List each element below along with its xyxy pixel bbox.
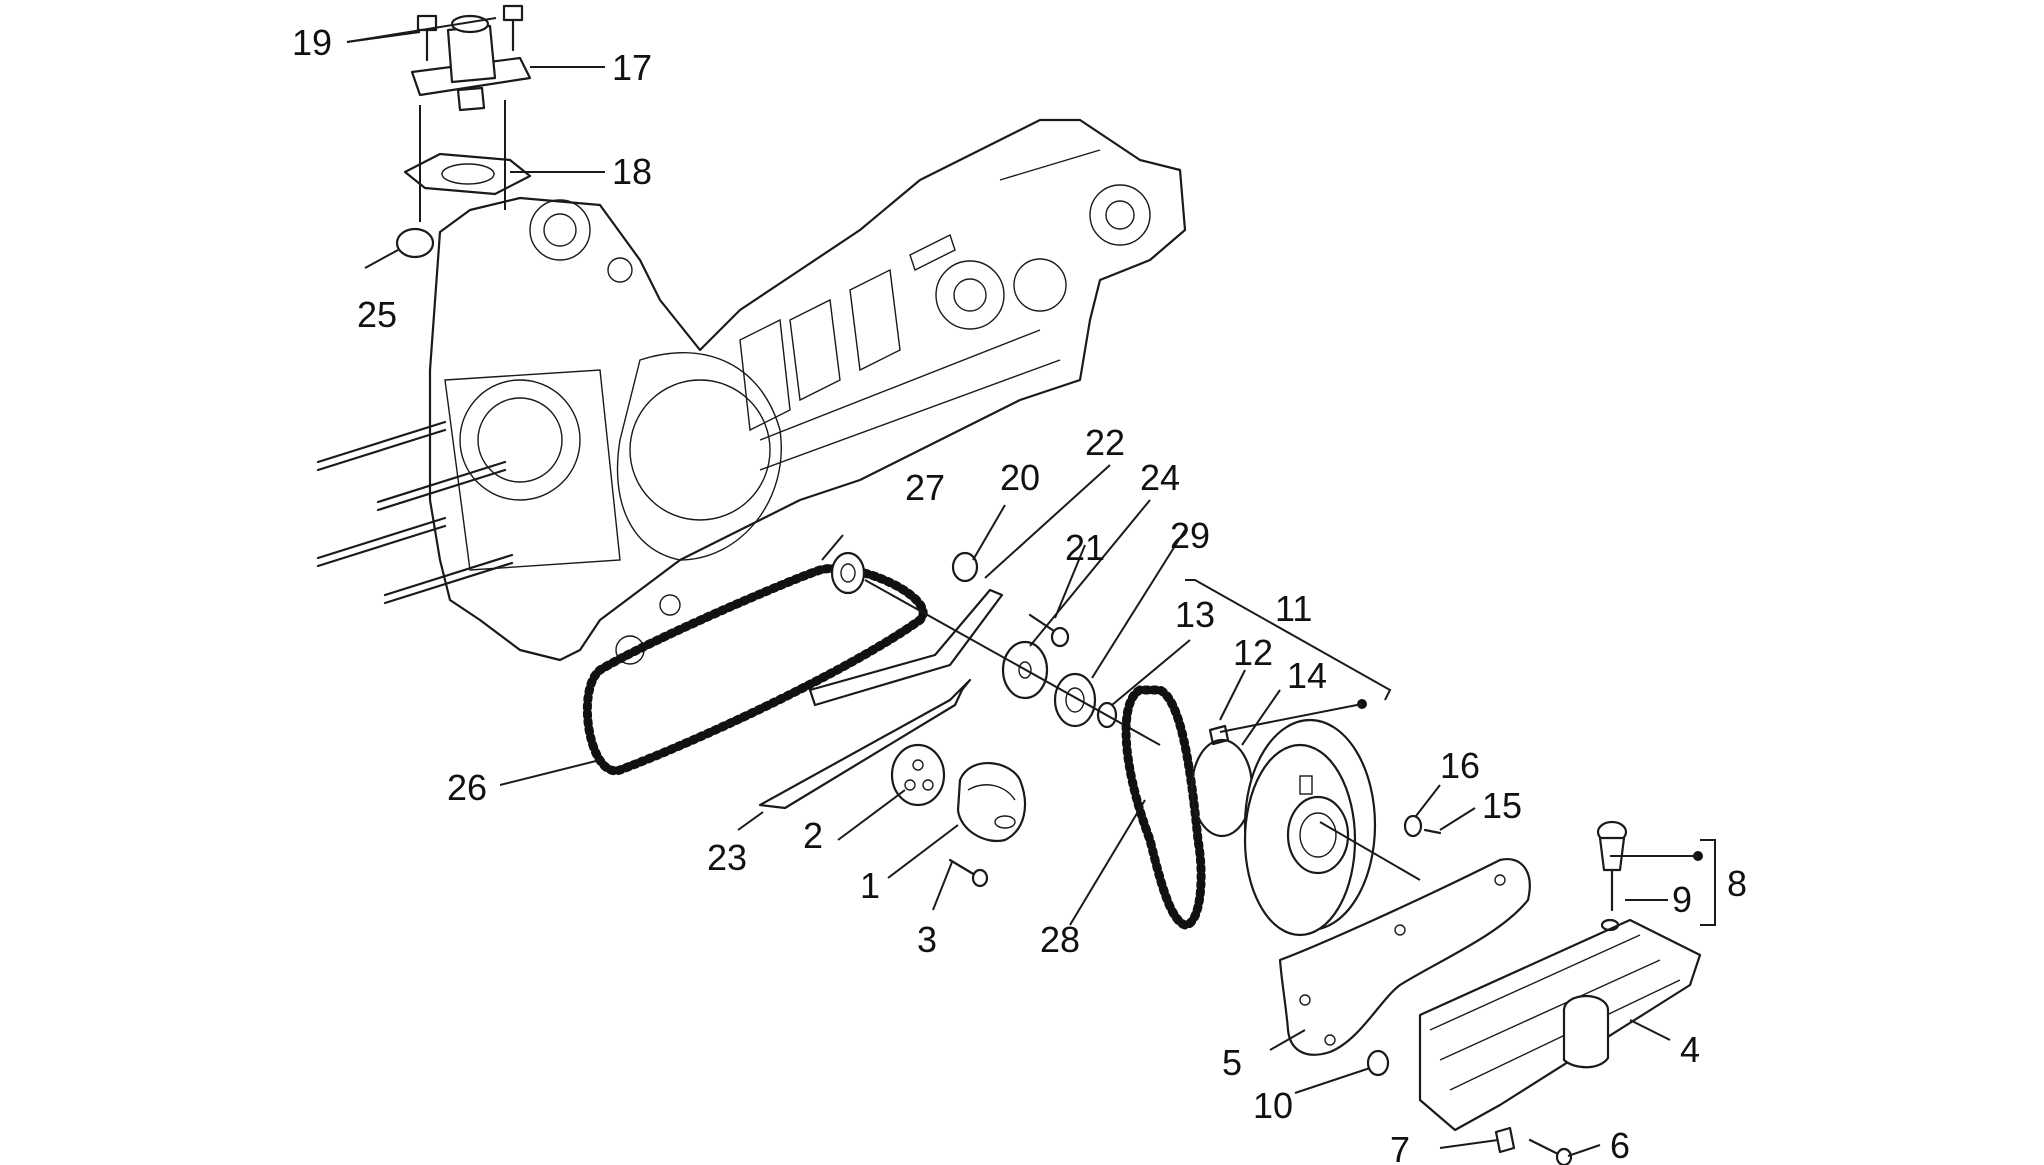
callout-22: 22 — [1085, 422, 1125, 463]
part-23-chain-guide — [758, 678, 972, 810]
callout-27: 27 — [905, 467, 945, 508]
callout-26: 26 — [447, 767, 487, 808]
callout-4: 4 — [1680, 1029, 1700, 1070]
part-16-washer — [1403, 814, 1423, 838]
callout-23: 23 — [707, 837, 747, 878]
part-2-plate — [890, 743, 946, 807]
part-22-tensioner-slider — [808, 588, 1004, 707]
part-10-plug — [1366, 1049, 1390, 1077]
callout-29: 29 — [1170, 515, 1210, 556]
callout-16: 16 — [1440, 745, 1480, 786]
callout-18: 18 — [612, 151, 652, 192]
leader-lines — [346, 17, 1698, 1157]
callout-13: 13 — [1175, 594, 1215, 635]
callout-14: 14 — [1287, 655, 1327, 696]
part-18-gasket — [403, 152, 532, 196]
callout-20: 20 — [1000, 457, 1040, 498]
part-8-dipstick — [1596, 820, 1628, 912]
callout-7: 7 — [1390, 1129, 1410, 1165]
part-13-o-ring — [1096, 701, 1118, 729]
callout-25: 25 — [357, 294, 397, 335]
part-28-pump-chain — [1121, 685, 1206, 930]
crankcase — [428, 118, 1187, 665]
callout-11: 11 — [1275, 588, 1312, 629]
cylinder-studs — [316, 420, 514, 605]
callout-17: 17 — [612, 47, 652, 88]
part-15-screw — [1423, 828, 1442, 835]
part-25-o-ring — [395, 227, 435, 259]
callout-5: 5 — [1222, 1042, 1242, 1083]
callout-6: 6 — [1610, 1125, 1630, 1165]
part-17-tensioner — [410, 14, 532, 112]
callout-24: 24 — [1140, 457, 1180, 498]
part-4-oil-sump — [1418, 918, 1702, 1132]
part-19-bolts — [416, 4, 524, 62]
callout-8: 8 — [1727, 863, 1747, 904]
callout-9: 9 — [1672, 879, 1692, 920]
part-7-clip — [1494, 1126, 1516, 1154]
callout-10: 10 — [1253, 1085, 1293, 1126]
callout-3: 3 — [917, 919, 937, 960]
callout-1: 1 — [860, 865, 880, 906]
callout-2: 2 — [803, 815, 823, 856]
part-20-pivot-bush — [951, 551, 979, 583]
part-6-screw — [1528, 1138, 1573, 1165]
callout-28: 28 — [1040, 919, 1080, 960]
part-1-oil-pump — [956, 762, 1027, 843]
callout-12: 12 — [1233, 632, 1273, 673]
callouts: 19 17 18 25 27 20 22 24 21 29 13 11 12 1… — [292, 22, 1747, 1165]
part-14-o-ring — [1190, 738, 1254, 838]
part-26-timing-chain — [582, 564, 928, 776]
callout-21: 21 — [1065, 527, 1105, 568]
part-5-gasket — [1278, 857, 1531, 1056]
part-3-bolt — [948, 858, 989, 888]
part-21-bolt — [1028, 613, 1070, 648]
callout-15: 15 — [1482, 785, 1522, 826]
part-11-cover — [1243, 718, 1377, 937]
part-29-sprocket — [1053, 672, 1097, 728]
part-27-sprocket — [830, 551, 866, 595]
part-9-o-ring — [1600, 918, 1620, 932]
callout-19: 19 — [292, 22, 332, 63]
